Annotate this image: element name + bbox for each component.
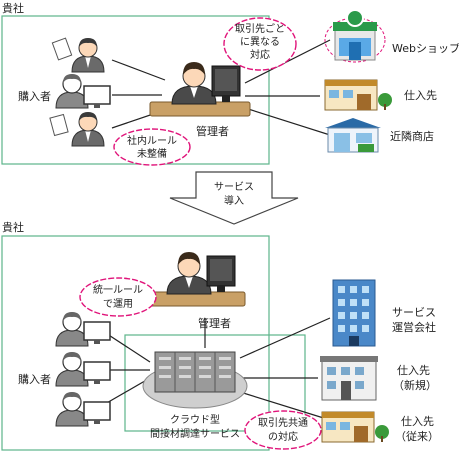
bottom-purchaser-3 bbox=[55, 391, 111, 427]
top-bubble-suppliers-line1: 取引先ごと bbox=[235, 22, 285, 35]
arrow-text-line1: サービス bbox=[214, 181, 254, 193]
bottom-bubble-rules-line2: で運用 bbox=[103, 298, 133, 310]
bottom-company-frame bbox=[1, 235, 270, 451]
service-company-label-line2: 運営会社 bbox=[392, 320, 436, 334]
new-supplier-building bbox=[319, 355, 379, 401]
existing-supplier-building bbox=[321, 411, 390, 443]
top-company-frame bbox=[1, 15, 270, 165]
top-manager-illustration bbox=[149, 61, 251, 117]
new-supplier-label-line1: 仕入先 bbox=[397, 364, 430, 377]
bottom-company-label: 貴社 bbox=[2, 220, 24, 234]
top-manager-label: 管理者 bbox=[196, 124, 229, 138]
web-shop-building bbox=[324, 9, 386, 63]
bottom-bubble-rules-line1: 統一ルール bbox=[93, 283, 143, 296]
bottom-manager-illustration bbox=[144, 251, 246, 307]
cloud-label-line2: 間接材調達サービス bbox=[150, 427, 240, 440]
top-purchaser-2 bbox=[55, 73, 111, 109]
top-bubble-suppliers-line3: 対応 bbox=[250, 48, 270, 61]
bottom-bubble-rules: 統一ルール で運用 bbox=[79, 277, 157, 317]
new-supplier-label-line2: （新規） bbox=[393, 378, 437, 392]
top-supplier-building bbox=[324, 79, 393, 111]
top-bubble-suppliers: 取引先ごと に異なる 対応 bbox=[223, 17, 297, 71]
cloud-server-illustration bbox=[142, 351, 248, 409]
local-store-building bbox=[324, 117, 382, 153]
bottom-purchaser-label: 購入者 bbox=[18, 372, 51, 386]
top-purchaser-label: 購入者 bbox=[18, 89, 51, 103]
top-bubble-rules-line1: 社内ルール bbox=[127, 134, 177, 147]
service-company-label-line1: サービス bbox=[392, 306, 436, 319]
bottom-purchaser-1 bbox=[55, 311, 111, 347]
existing-supplier-label-line2: （従来） bbox=[395, 430, 439, 443]
cloud-label-line1: クラウド型 bbox=[170, 413, 220, 426]
service-introduction-arrow: サービス 導入 bbox=[169, 171, 299, 225]
top-supplier-label: 仕入先 bbox=[404, 89, 437, 102]
top-purchaser-3 bbox=[49, 111, 105, 147]
top-bubble-rules-line2: 未整備 bbox=[137, 147, 167, 160]
existing-supplier-label-line1: 仕入先 bbox=[401, 415, 434, 428]
web-shop-label: Webショップ bbox=[392, 42, 459, 55]
top-purchaser-1 bbox=[51, 37, 105, 73]
bottom-bubble-common-line2: の対応 bbox=[268, 430, 298, 443]
service-company-building bbox=[332, 279, 376, 347]
bottom-bubble-common: 取引先共通 の対応 bbox=[244, 410, 322, 450]
cloud-service-frame bbox=[124, 334, 306, 432]
bottom-manager-label: 管理者 bbox=[198, 316, 231, 330]
local-store-label: 近隣商店 bbox=[390, 129, 434, 143]
top-company-label: 貴社 bbox=[2, 1, 24, 15]
top-bubble-rules: 社内ルール 未整備 bbox=[113, 128, 191, 166]
top-bubble-suppliers-line2: に異なる bbox=[240, 36, 280, 48]
bottom-purchaser-2 bbox=[55, 351, 111, 387]
arrow-text-line2: 導入 bbox=[224, 194, 244, 207]
bottom-bubble-common-line1: 取引先共通 bbox=[258, 417, 308, 429]
